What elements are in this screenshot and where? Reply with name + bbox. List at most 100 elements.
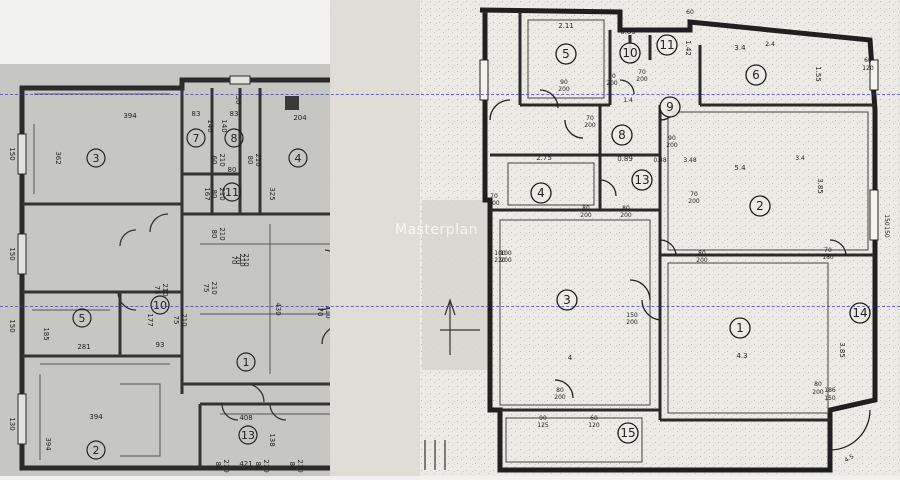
left-window-size: 50 (234, 96, 242, 105)
left-door-width: 75 (172, 316, 180, 325)
left-door-height: 210 (254, 153, 262, 166)
left-room-dimension: 93 (156, 341, 165, 349)
right-room-circle (556, 289, 578, 311)
right-misc-label: 3.4 (795, 155, 805, 162)
left-door-height: 210 (180, 313, 188, 326)
left-room-dimension: 408 (239, 414, 252, 422)
right-room-number: 3 (563, 293, 571, 307)
left-room-number: 13 (241, 429, 255, 442)
left-door-width: 70 (230, 256, 238, 265)
right-door-height: 200 (580, 212, 592, 219)
right-door-height: 200 (606, 80, 618, 87)
right-door-height: 200 (626, 319, 638, 326)
left-door-width: 80 (254, 462, 262, 471)
left-room-number: 1 (243, 356, 250, 369)
left-door-height: 210 (324, 305, 332, 318)
right-room-number: 15 (620, 426, 635, 440)
right-room-circle (656, 34, 678, 56)
right-door-height: 120 (588, 422, 600, 429)
left-room-number: 10 (153, 299, 167, 312)
left-door-height: 210 (161, 283, 169, 296)
left-door-width: 80 (210, 230, 218, 239)
right-room-number: 1 (736, 321, 744, 335)
right-room-dimension: 3.85 (838, 342, 846, 358)
right-room-circle (530, 182, 552, 204)
right-room-number: 5 (562, 47, 570, 61)
right-room-number: 9 (666, 100, 674, 114)
right-room-numbers: 14.325.43.853442.7552.1163.41.5580.89910… (530, 22, 871, 444)
left-door-width: 70 (316, 308, 324, 317)
right-door-height: 200 (558, 86, 570, 93)
right-room-number: 11 (659, 38, 674, 52)
right-room-number: 10 (622, 46, 637, 60)
right-room-circle (849, 302, 871, 324)
left-room-circle (86, 148, 106, 168)
right-inner-walls (490, 12, 875, 422)
right-room-number: 14 (852, 306, 867, 320)
right-misc-label: 150 (824, 395, 836, 402)
right-door-width: 90 (539, 415, 547, 422)
left-door-height: 210 (296, 459, 304, 472)
left-room-circle (150, 295, 170, 315)
left-room-number: 4 (295, 152, 302, 165)
right-room-dimension: 3.4 (734, 44, 746, 52)
right-room-circle (631, 169, 653, 191)
left-room-number: 11 (225, 186, 239, 199)
right-door-height: 125 (537, 422, 549, 429)
left-room-dimension: 83 (192, 110, 201, 118)
right-door-width: 70 (586, 115, 594, 122)
right-door-height: 200 (488, 200, 500, 207)
left-door-height: 210 (218, 153, 226, 166)
left-room-dimension: 394 (89, 413, 103, 421)
right-room-dimension: 5.4 (734, 164, 746, 172)
left-room-dimension: 394 (123, 112, 137, 120)
right-door-height: 200 (584, 122, 596, 129)
right-door-width: 90 (560, 79, 568, 86)
right-door-height: 200 (666, 142, 678, 149)
left-room-circle (238, 425, 258, 445)
left-room-circle (86, 440, 106, 460)
left-door-width: 80 (246, 156, 254, 165)
left-room-number: 5 (79, 312, 86, 325)
right-misc-label: 2.4 (765, 41, 775, 48)
right-room-dimension: 0.89 (617, 155, 633, 163)
right-door-height: 200 (636, 76, 648, 83)
right-room-circle (555, 43, 577, 65)
right-windows (479, 59, 879, 241)
left-room-number: 7 (193, 132, 200, 145)
left-room-dimension: 138 (268, 433, 276, 446)
right-room-dimension: 1.55 (814, 66, 822, 82)
right-door-width: 100 (500, 250, 512, 257)
right-room-number: 4 (537, 186, 545, 200)
left-door-width: 75 (202, 284, 210, 293)
left-room-dimension: 325 (268, 187, 276, 200)
right-door-width: 70 (824, 247, 832, 254)
right-misc-label: 3.48 (683, 157, 697, 164)
left-window-size: 150 (8, 247, 16, 260)
left-room-circle (222, 182, 242, 202)
right-stair-arrows (424, 298, 480, 470)
right-misc-label: 60 (864, 57, 872, 64)
right-misc-label: 150 (883, 226, 890, 238)
right-walls (479, 7, 878, 473)
right-room-dimension: 1.42 (684, 40, 692, 56)
right-door-width: 100 (494, 250, 506, 257)
right-misc-label: 60 (686, 9, 694, 16)
right-misc-label: 150 (883, 214, 890, 226)
right-door-width: 80 (582, 205, 590, 212)
left-room-dimension: 140 (206, 119, 214, 132)
left-room-number: 2 (93, 444, 100, 457)
right-room-circle (611, 124, 633, 146)
right-misc-label: 200 (812, 389, 824, 396)
right-door-height: 220 (494, 257, 506, 264)
right-room-circle (729, 317, 751, 339)
right-door-width: 70 (490, 193, 498, 200)
right-room-dimension: 4 (568, 354, 573, 362)
left-room-dimension: 83 (230, 110, 239, 118)
right-misc-label: 4.5 (843, 453, 855, 464)
right-room-dimension: 2.11 (558, 22, 574, 30)
right-misc-label: 80 (814, 381, 822, 388)
left-door-height: 210 (218, 187, 226, 200)
right-door-height: 180 (822, 254, 834, 261)
